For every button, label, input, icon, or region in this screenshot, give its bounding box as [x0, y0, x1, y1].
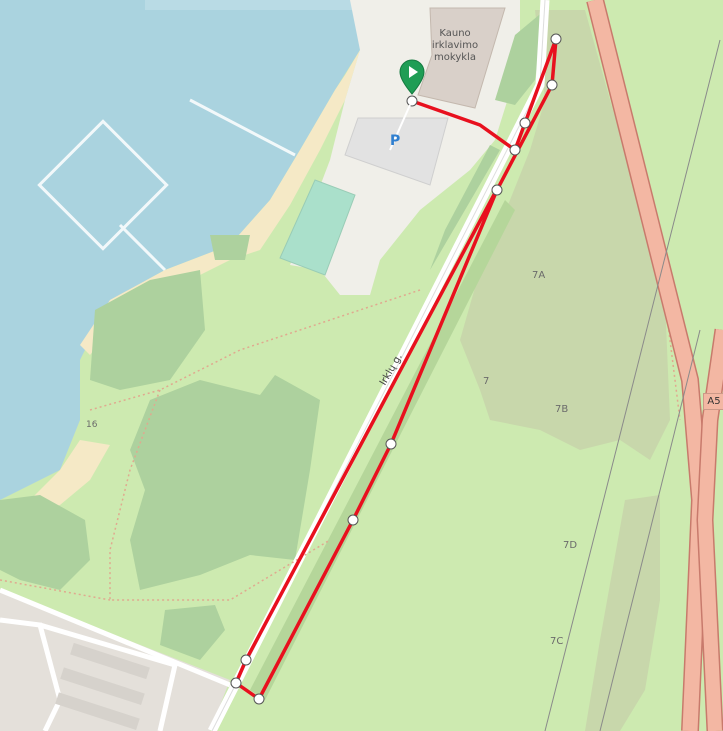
start-marker-icon[interactable] [399, 59, 425, 95]
road-ref-badge: A5 [703, 393, 723, 410]
area-label-16: 16 [86, 420, 98, 430]
sports-pitch [279, 179, 356, 276]
forest-lower-right [585, 495, 660, 731]
area-label-7d: 7D [563, 540, 578, 551]
green-strip-lower [250, 200, 515, 700]
residential [0, 587, 231, 731]
beach-upper [80, 50, 360, 355]
power-lines [544, 39, 721, 731]
water-edge [145, 0, 390, 10]
forest-small [495, 10, 545, 105]
area-label-7a: 7A [532, 270, 546, 281]
piers [37, 98, 296, 272]
poi-label: Kauno irklavimo mokykla [431, 28, 479, 63]
area-label-7: 7 [483, 376, 490, 387]
forest-left [0, 235, 320, 660]
beach-lower [30, 440, 110, 510]
parking-icon: P [390, 133, 401, 149]
green-strip-upper [430, 145, 500, 270]
school-building [417, 7, 506, 109]
motorway-a5 [586, 0, 723, 731]
parking-access [389, 104, 411, 151]
route-waypoints[interactable] [230, 33, 562, 705]
forest-right [460, 10, 670, 460]
footpaths [0, 9, 681, 601]
area-label-7b: 7B [555, 404, 569, 415]
area-label-7c: 7C [550, 636, 564, 647]
parking-lot [344, 117, 449, 186]
